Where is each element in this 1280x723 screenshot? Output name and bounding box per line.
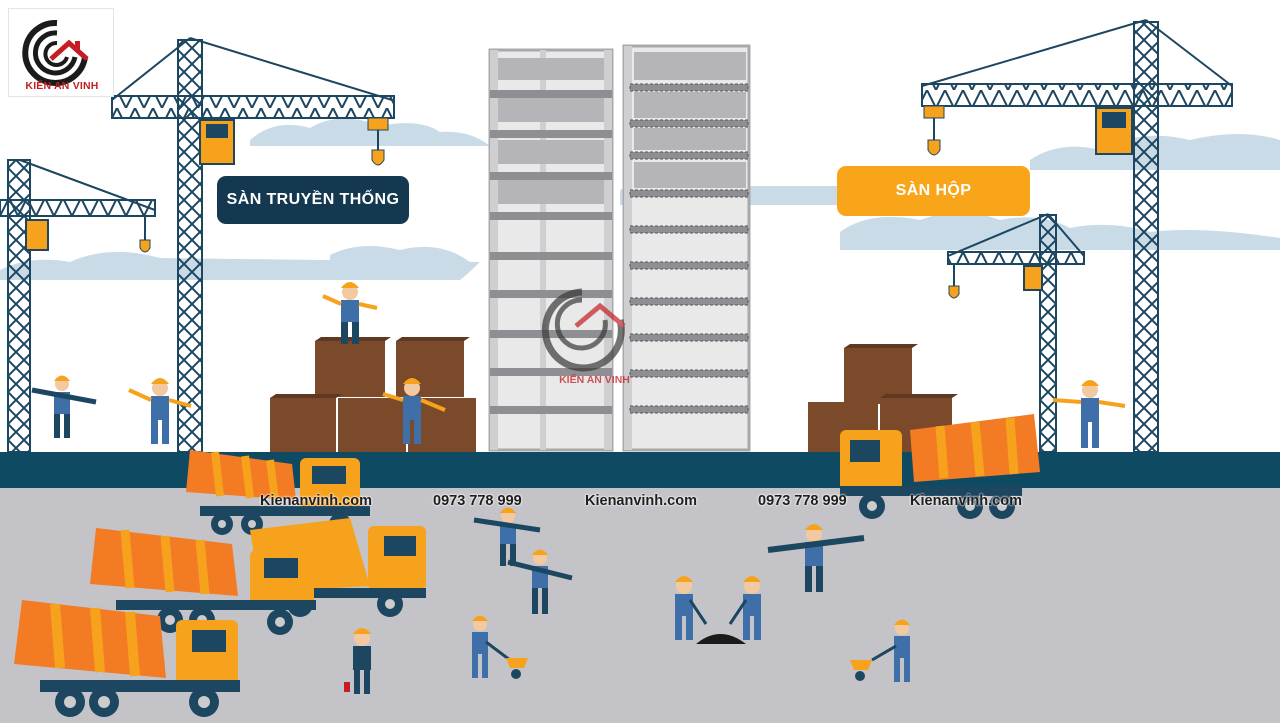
watermark-website-2: Kienanvinh.com [585,493,697,509]
label-box-slab: SÀN HỘP [837,166,1030,216]
mixer-truck-1 [186,450,370,535]
center-watermark-logo [541,288,626,372]
crane-right-big [921,19,1233,453]
center-watermark-text: KIẾN AN VINH [559,374,630,386]
watermark-website-1: Kienanvinh.com [260,493,372,509]
brand-logo: KIẾN AN VINH [8,8,114,97]
dirt-pile [696,634,746,644]
brand-logo-icon [22,19,89,86]
watermark-phone-1: 0973 778 999 [433,493,522,509]
boxes-right [808,344,958,452]
building-traditional [488,48,614,452]
watermark-phone-2: 0973 778 999 [758,493,847,509]
label-traditional-slab: SÀN TRUYỀN THỐNG [217,176,409,224]
crane-left-small [0,159,156,453]
mixer-truck-2 [90,528,316,635]
building-box-slab [622,44,751,452]
mixer-truck-3 [14,600,240,717]
workers [31,282,1126,694]
mixer-truck-4 [840,414,1040,519]
brand-logo-text: KIẾN AN VINH [25,80,99,92]
watermark-website-3: Kienanvinh.com [910,493,1022,509]
